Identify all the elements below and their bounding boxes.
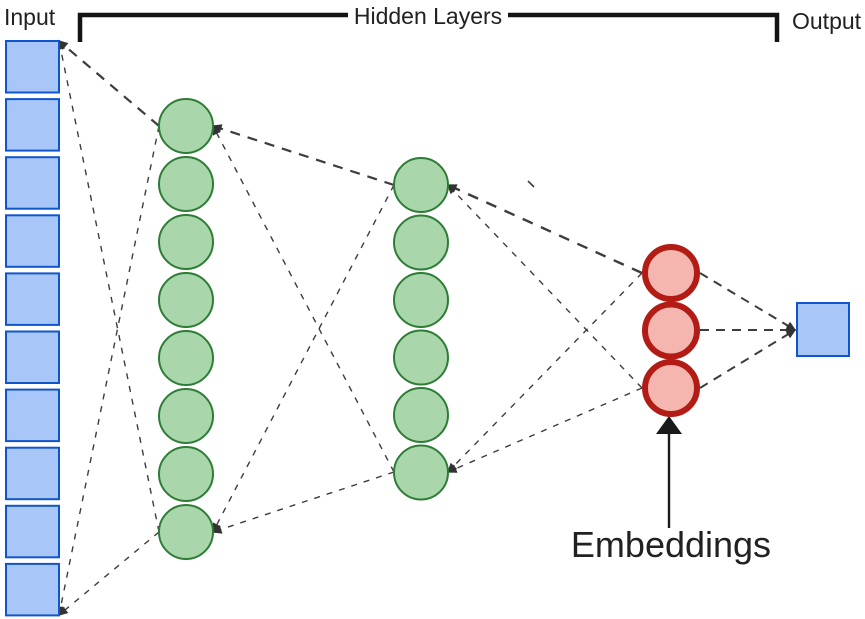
hidden1-node: [158, 330, 214, 386]
embeddings-label: Embeddings: [571, 524, 771, 565]
hidden-layers-bracket-right: [508, 12, 780, 42]
input-label: Input: [4, 4, 56, 30]
embedding-node: [642, 359, 700, 417]
connector-line: [446, 387, 643, 473]
connector-line: [57, 40, 160, 127]
hidden1-node: [158, 156, 214, 212]
connector-line: [446, 183, 643, 389]
hidden2-node: [393, 157, 449, 213]
embedding-node: [642, 244, 700, 302]
hidden1-node: [158, 446, 214, 502]
connector-line: [446, 272, 643, 474]
input-square: [5, 504, 60, 559]
connector-line: [56, 125, 160, 617]
hidden-layers-label: Hidden Layers: [354, 3, 502, 29]
input-square: [5, 562, 60, 617]
embeddings-arrow-head: [656, 416, 682, 434]
hidden2-node: [393, 329, 449, 386]
input-square: [5, 446, 60, 501]
input-square: [5, 98, 60, 152]
connector-line: [699, 329, 797, 389]
connector-line: [211, 471, 395, 534]
hidden1-node: [158, 504, 214, 560]
connector-line: [699, 272, 797, 331]
connector-line: [56, 39, 160, 533]
hidden1-node: [158, 388, 214, 444]
hidden2-node: [393, 272, 449, 328]
hidden1-node: [158, 98, 214, 154]
input-square: [5, 388, 60, 443]
input-square: [5, 40, 60, 94]
hidden2-node: [393, 444, 449, 501]
hidden2-node: [393, 387, 449, 443]
input-square: [5, 272, 60, 326]
connector-line: [212, 124, 395, 473]
hidden1-node: [158, 214, 214, 270]
connector-line: [212, 184, 395, 534]
connector-line: [446, 183, 643, 275]
embedding-node: [642, 301, 700, 360]
connector-line: [57, 531, 160, 616]
input-square: [5, 330, 60, 384]
hidden2-node: [393, 214, 449, 271]
input-square: [5, 214, 60, 268]
hidden1-node: [158, 272, 214, 328]
stray-mark: [527, 180, 535, 188]
connector-line: [211, 124, 395, 187]
output-square: [796, 302, 850, 357]
output-label: Output: [792, 8, 862, 34]
input-square: [5, 156, 60, 210]
hidden-layers-bracket-left: [77, 12, 348, 42]
